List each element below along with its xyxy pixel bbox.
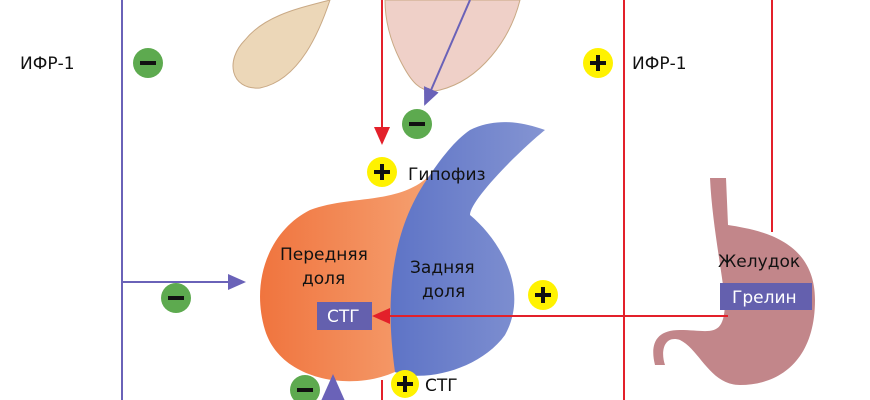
stomach	[653, 178, 815, 385]
gh-box-label: СТГ	[327, 307, 360, 327]
pituitary-label: Гипофиз	[408, 165, 486, 185]
ghrelin-box-label: Грелин	[732, 288, 797, 308]
posterior-lobe-label-2: доля	[422, 282, 465, 302]
minus-badge	[161, 283, 191, 313]
minus-badge	[402, 109, 432, 139]
somatostatin-arrow	[424, 0, 471, 106]
anterior-lobe-label-2: доля	[302, 269, 345, 289]
gh-box	[317, 302, 372, 330]
posterior-lobe-label-1: Задняя	[410, 258, 475, 278]
igf-label-left: ИФР-1	[20, 54, 75, 74]
minus-badge	[133, 48, 163, 78]
plus-badge	[391, 370, 419, 398]
plus-badge	[367, 157, 397, 187]
gh-bottom-label: СТГ	[425, 376, 458, 396]
stomach-label: Желудок	[718, 252, 800, 272]
plus-badge	[528, 280, 558, 310]
ghrelin-box	[720, 283, 812, 310]
anterior-lobe	[260, 175, 430, 382]
plus-badge	[583, 48, 613, 78]
pituitary-gland	[260, 122, 545, 382]
hypothalamus	[232, 0, 521, 92]
posterior-lobe	[387, 122, 545, 376]
minus-badge	[290, 375, 320, 400]
igf-label-right: ИФР-1	[632, 54, 687, 74]
anterior-lobe-label-1: Передняя	[280, 245, 368, 265]
